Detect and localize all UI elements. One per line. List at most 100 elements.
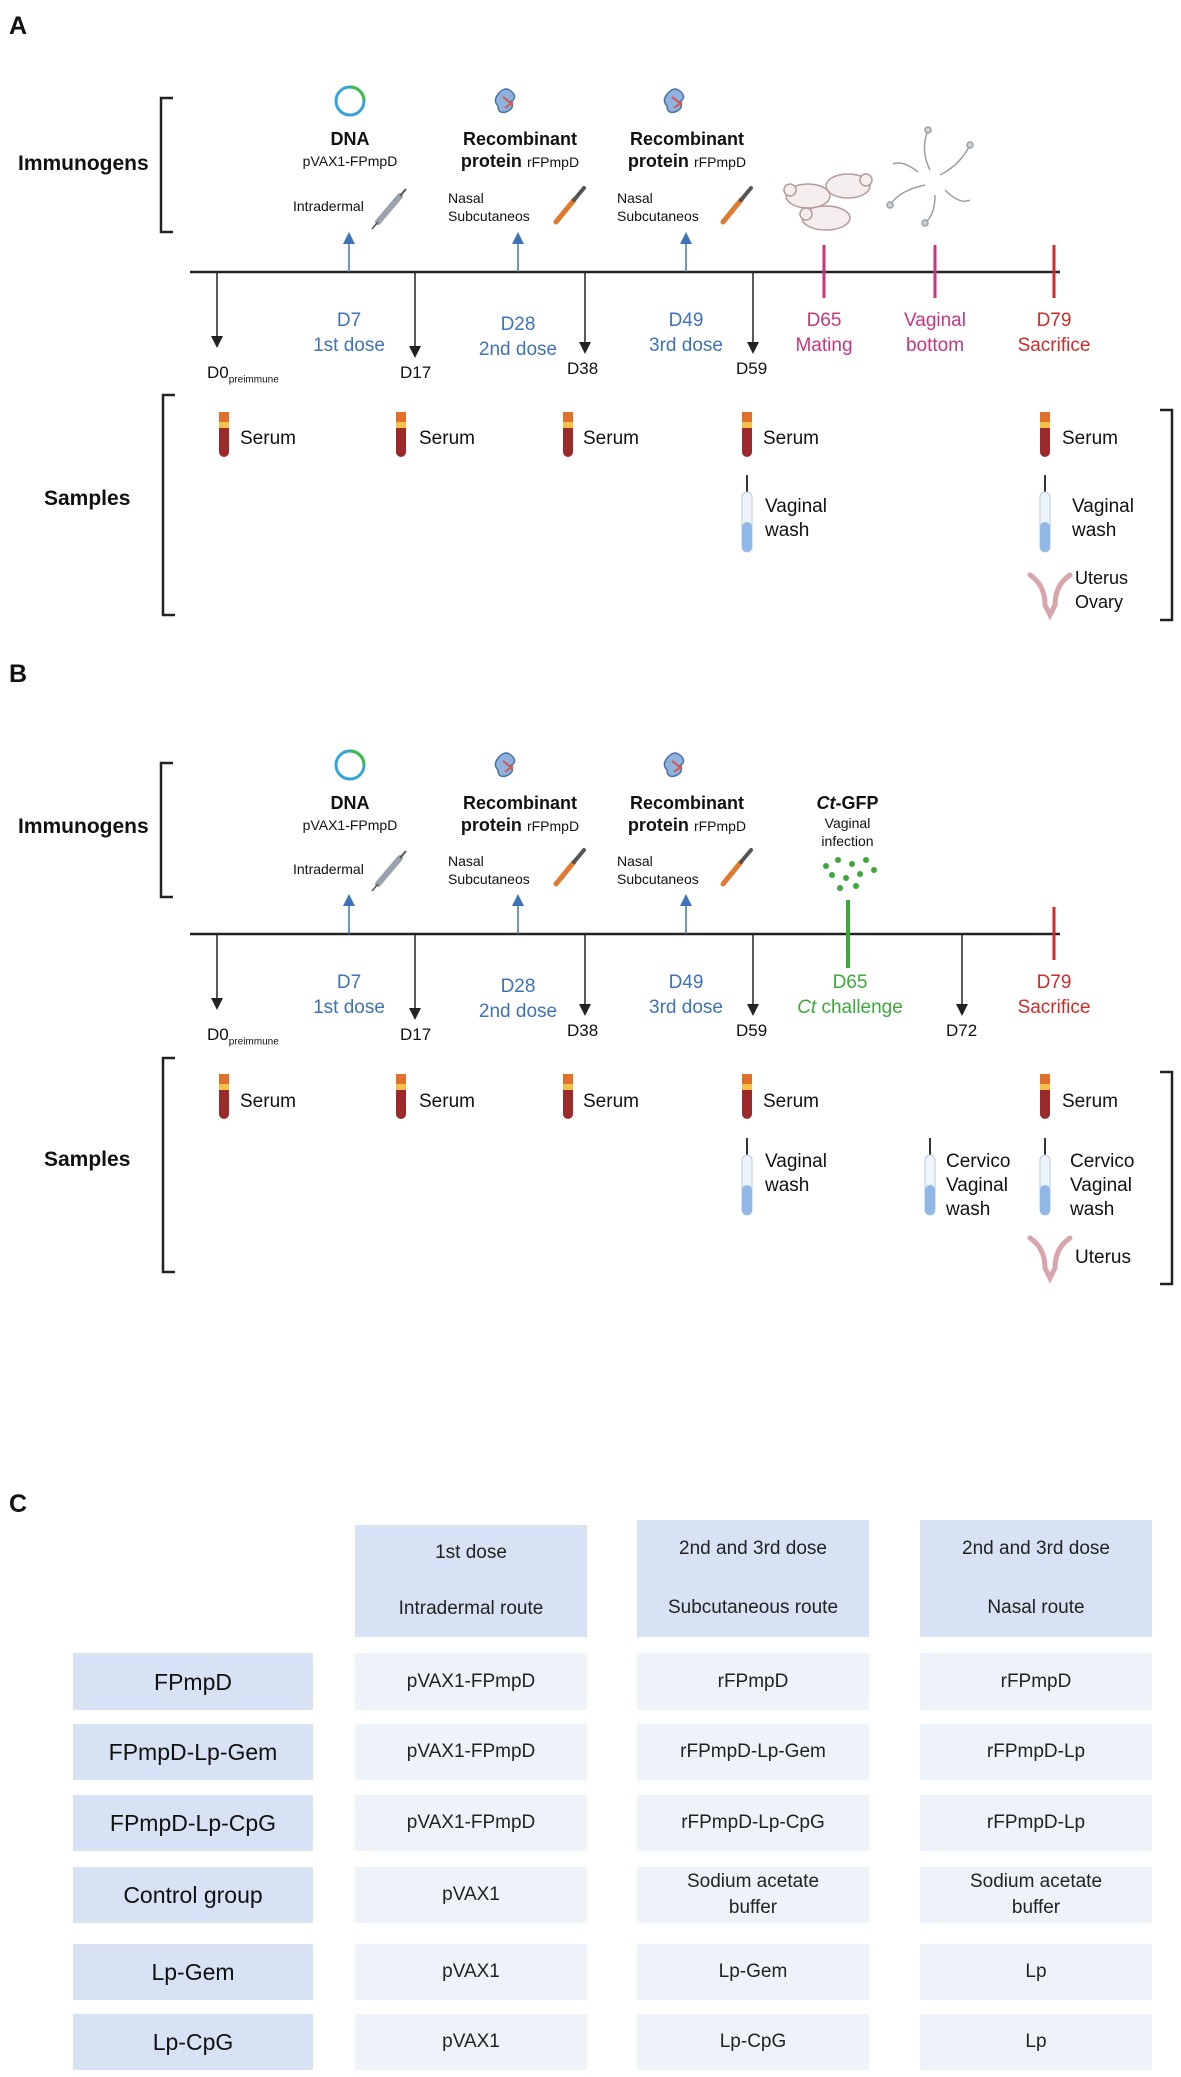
- d17-label-a: D17: [400, 363, 432, 382]
- serum-label-b4: Serum: [763, 1091, 819, 1112]
- protein1-title-b: Recombinant protein rFPmpD: [460, 793, 580, 835]
- wash-tube-icon-a2: [1039, 475, 1051, 553]
- table-cell: Lp: [920, 1944, 1152, 2000]
- d0-label-a: D0preimmune: [207, 363, 279, 386]
- dropper-syringe-icon-a2: [553, 186, 586, 225]
- serum-tube-icon-a5: [1040, 412, 1050, 457]
- wash-tube-icon-b2: [924, 1138, 936, 1216]
- wash-tube-icon-b1: [741, 1138, 753, 1216]
- panel-a-graphics: [159, 85, 1174, 622]
- immunogens-bracket-a: [159, 96, 173, 234]
- wash-tube-icon-b3: [1039, 1138, 1051, 1216]
- table-cell: pVAX1-FPmpD: [355, 1795, 587, 1851]
- table-cell: pVAX1: [355, 1867, 587, 1923]
- serum-tube-icon-b2: [396, 1074, 406, 1119]
- panel-b-label: B: [9, 660, 28, 688]
- serum-label-b2: Serum: [419, 1091, 475, 1112]
- serum-label-b3: Serum: [583, 1091, 639, 1112]
- d59-label-b: D59: [736, 1021, 768, 1040]
- serum-label-a4: Serum: [763, 428, 819, 449]
- table-cell: pVAX1-FPmpD: [355, 1653, 587, 1710]
- serum-tube-icon-b4: [742, 1074, 752, 1119]
- immunogens-label-b: Immunogens: [18, 815, 149, 838]
- table-row-label: Control group: [73, 1867, 313, 1923]
- serum-tube-icon-b5: [1040, 1074, 1050, 1119]
- mice-icon: [783, 173, 873, 231]
- table-row-label: FPmpD: [73, 1653, 313, 1710]
- samples-label-b: Samples: [44, 1148, 131, 1171]
- samples-bracket-left-b: [161, 1056, 175, 1274]
- dna-title-b: DNA: [330, 793, 370, 813]
- table-cell: rFPmpD-Lp: [920, 1724, 1152, 1780]
- table-cell: Sodium acetate buffer: [637, 1867, 869, 1923]
- protein-icon-a1: [494, 88, 516, 114]
- d17-label-b: D17: [400, 1025, 432, 1044]
- protein2-title-a: Recombinant protein rFPmpD: [627, 129, 747, 171]
- table-cell: pVAX1: [355, 1944, 587, 2000]
- dna-route-a: Intradermal: [293, 198, 364, 214]
- dna-title-a: DNA: [330, 129, 370, 149]
- serum-label-b5: Serum: [1062, 1091, 1118, 1112]
- uterus-icon-a: [1027, 572, 1073, 621]
- table-cell: rFPmpD-Lp-CpG: [637, 1795, 869, 1851]
- dna-route-b: Intradermal: [293, 861, 364, 877]
- serum-label-a5: Serum: [1062, 428, 1118, 449]
- serum-label-a3: Serum: [583, 428, 639, 449]
- table-cell: pVAX1-FPmpD: [355, 1724, 587, 1780]
- table-cell: rFPmpD-Lp: [920, 1795, 1152, 1851]
- panel-c-label: C: [9, 1490, 28, 1518]
- table-cell: rFPmpD: [920, 1653, 1152, 1710]
- samples-bracket-left-a: [161, 393, 175, 617]
- wash-tube-icon-a1: [741, 475, 753, 553]
- serum-label-a1: Serum: [240, 428, 296, 449]
- plasmid-icon-a: [334, 85, 366, 117]
- serum-tube-icon-b1: [219, 1074, 229, 1119]
- table-cell: rFPmpD: [637, 1653, 869, 1710]
- table-row-label: FPmpD-Lp-CpG: [73, 1795, 313, 1851]
- dna-plasmid-b: pVAX1-FPmpD: [302, 817, 398, 833]
- samples-bracket-right-a: [1160, 408, 1174, 622]
- serum-tube-icon-a1: [219, 412, 229, 457]
- table-cell: Lp: [920, 2014, 1152, 2070]
- serum-label-a2: Serum: [419, 428, 475, 449]
- ct-gfp-title: Ct-GFP: [816, 793, 879, 813]
- syringe-icon-b1: [371, 850, 407, 892]
- table-cell: pVAX1: [355, 2014, 587, 2070]
- d38-label-a: D38: [567, 359, 599, 378]
- table-cell: Lp-CpG: [637, 2014, 869, 2070]
- protein1-title-a: Recombinant protein rFPmpD: [460, 129, 580, 171]
- d0-label-b: D0preimmune: [207, 1025, 279, 1048]
- serum-tube-icon-a3: [563, 412, 573, 457]
- d72-label-b: D72: [946, 1021, 978, 1040]
- samples-label-a: Samples: [44, 487, 131, 510]
- table-row-label: FPmpD-Lp-Gem: [73, 1724, 313, 1780]
- plasmid-icon-b: [334, 749, 366, 781]
- samples-bracket-right-b: [1160, 1070, 1174, 1286]
- sperm-icon: [886, 126, 974, 227]
- panel-b-graphics: [159, 749, 1174, 1286]
- syringe-icon-a1: [371, 188, 407, 230]
- table-row-label: Lp-Gem: [73, 1944, 313, 2000]
